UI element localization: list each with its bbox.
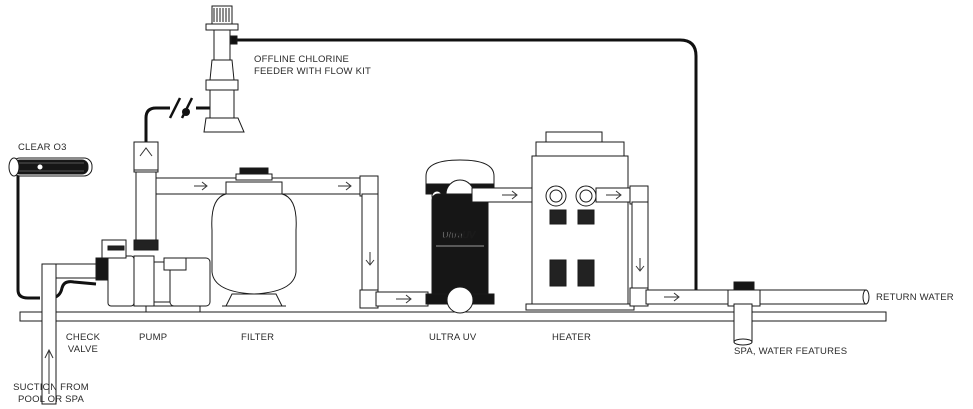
equipment-pad: [19, 311, 887, 322]
heater: [525, 131, 635, 311]
uv-label: ULTRA UV: [429, 332, 477, 343]
check-valve-label-line1: CHECK: [65, 332, 101, 343]
flow-arrow-icon: [139, 147, 680, 304]
chlorinator-label-line2: FEEDER WITH FLOW KIT: [254, 66, 371, 77]
heater-label: HEATER: [552, 332, 592, 343]
chlorinator-unit: [203, 5, 245, 133]
return-water-label: RETURN WATER: [876, 292, 954, 303]
filter-tank: [211, 167, 297, 307]
heater-return-pipe: [595, 185, 870, 307]
spa-label: SPA, WATER FEATURES: [734, 346, 848, 357]
spa-diverter-valve: [727, 281, 761, 346]
uv-brand-suffix: UV: [463, 230, 476, 240]
ozone-hose: [16, 174, 40, 300]
pump: [95, 239, 211, 313]
chlorinator-label-line1: OFFLINE CHLORINE: [254, 54, 350, 65]
check-valve-icon: [168, 97, 194, 119]
chlorinator-feed-hose: [144, 106, 170, 142]
filter-label: FILTER: [241, 332, 275, 343]
uv-brand-prefix: Ultra: [442, 230, 463, 240]
ozone-unit: [8, 157, 93, 177]
suction-inlet: [41, 263, 99, 405]
check-valve-label-line2: VALVE: [67, 344, 99, 355]
ultra-uv-unit: UltraUV: [425, 159, 495, 314]
check-valve-label: CHECK VALVE: [62, 332, 104, 356]
suction-label: SUCTION FROM POOL OR SPA: [4, 382, 98, 406]
suction-label-line1: SUCTION FROM: [13, 382, 89, 393]
chlorinator-label: OFFLINE CHLORINE FEEDER WITH FLOW KIT: [254, 54, 371, 78]
pump-label: PUMP: [139, 332, 168, 343]
chlorinator-return-hose: [236, 38, 698, 296]
pump-discharge-pipe: [133, 141, 159, 251]
svg-text:UltraUV: UltraUV: [442, 230, 476, 240]
ozone-label: CLEAR O3: [18, 142, 67, 153]
suction-label-line2: POOL OR SPA: [17, 394, 85, 405]
